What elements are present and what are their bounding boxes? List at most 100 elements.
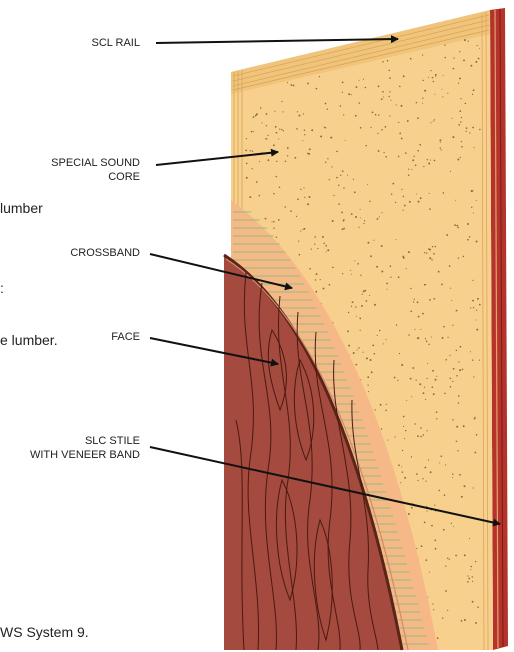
label-special-sound-core-line1: SPECIAL SOUND [51,156,140,170]
core-speckle [370,359,372,361]
core-speckle [385,409,387,411]
core-speckle [399,353,400,354]
core-speckle [453,368,455,370]
core-speckle [462,369,464,371]
core-speckle [449,265,451,267]
core-speckle [287,147,289,149]
core-speckle [398,156,400,158]
core-speckle [378,114,379,115]
core-speckle [246,138,247,139]
core-speckle [358,227,359,228]
core-speckle [414,329,415,330]
core-speckle [303,187,304,188]
core-speckle [358,80,359,81]
core-speckle [340,105,341,106]
core-speckle [373,240,374,241]
core-speckle [399,133,401,135]
core-speckle [476,200,477,201]
core-speckle [465,103,467,105]
core-speckle [383,96,384,97]
core-speckle [338,184,339,185]
core-speckle [428,77,429,78]
core-speckle [479,48,480,49]
core-speckle [390,277,391,278]
core-speckle [429,257,431,259]
core-speckle [273,227,274,228]
core-speckle [452,118,453,119]
core-speckle [444,57,446,59]
core-speckle [360,209,361,210]
core-speckle [316,273,318,275]
core-speckle [331,166,332,167]
core-speckle [332,220,334,222]
core-speckle [389,77,391,79]
core-speckle [414,423,415,424]
core-speckle [307,153,309,155]
core-speckle [438,271,440,273]
core-speckle [427,363,428,364]
core-speckle [467,239,469,241]
core-speckle [329,179,330,180]
core-speckle [274,111,275,112]
core-speckle [439,462,440,463]
core-speckle [416,379,417,380]
core-speckle [413,156,414,157]
core-speckle [302,229,303,230]
core-speckle [246,163,248,165]
core-speckle [436,411,438,413]
core-speckle [470,566,472,568]
core-speckle [363,223,364,224]
core-speckle [338,203,340,205]
core-speckle [396,324,397,325]
core-speckle [464,485,466,487]
core-speckle [442,89,443,90]
core-speckle [355,115,357,117]
core-speckle [386,289,387,290]
core-speckle [342,170,344,172]
core-speckle [411,169,412,170]
core-speckle [410,288,411,289]
core-speckle [320,136,322,138]
core-speckle [432,603,433,604]
core-speckle [435,548,437,550]
core-speckle [380,404,382,406]
core-speckle [353,179,354,180]
core-speckle [455,200,456,201]
core-speckle [440,455,442,457]
core-speckle [354,260,355,261]
core-speckle [356,316,357,317]
core-speckle [423,80,424,81]
core-speckle [287,82,288,83]
core-speckle [382,212,383,213]
core-speckle [383,152,384,153]
core-speckle [275,126,277,128]
core-speckle [320,279,321,280]
core-speckle [445,359,447,361]
core-speckle [477,298,479,300]
core-speckle [416,473,418,475]
core-speckle [424,387,425,388]
core-speckle [266,113,268,115]
core-speckle [479,304,481,306]
core-speckle [425,399,426,400]
core-speckle [470,65,472,67]
core-speckle [279,187,281,189]
core-speckle [453,526,454,527]
core-speckle [351,213,353,215]
core-speckle [387,440,388,441]
core-speckle [476,241,478,243]
core-speckle [408,513,410,515]
core-speckle [429,208,431,210]
core-speckle [432,370,434,372]
core-speckle [388,96,389,97]
core-speckle [478,58,480,60]
core-speckle [459,369,461,371]
core-speckle [385,156,387,158]
core-speckle [404,438,405,439]
stile-edge [490,8,508,650]
core-speckle [425,559,427,561]
core-speckle [370,255,372,257]
core-speckle [422,478,423,479]
core-speckle [355,216,357,218]
core-speckle [300,189,301,190]
